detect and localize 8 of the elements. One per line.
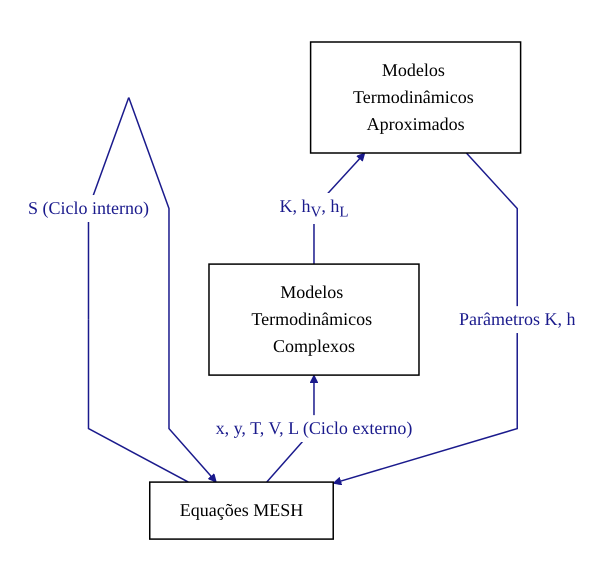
edge-label: Parâmetros K, h [458,309,576,330]
arrow [332,152,518,486]
edge-label: S (Ciclo interno) [28,198,149,218]
node-box: Equações MESH [148,481,334,540]
node-box: Modelos Termodinâmicos Complexos [208,263,420,376]
edge-label: x, y, T, V, L (Ciclo externo) [215,418,412,438]
node-box: Modelos Termodinâmicos Aproximados [310,41,522,154]
edge-label: K, h$_{V}$, h$_{L}$ [279,196,348,221]
